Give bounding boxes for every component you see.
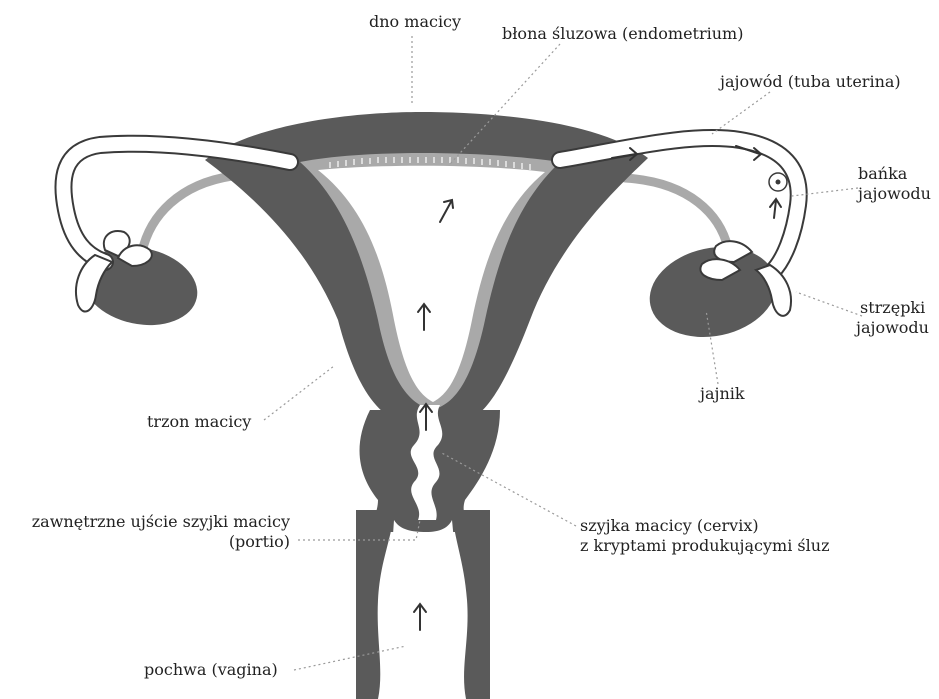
leader-trzon (264, 366, 334, 420)
right-ovarian-ligament (625, 178, 728, 248)
label-cervix-line2: z kryptami produkującymi śluz (580, 536, 830, 556)
ovum-nucleus (776, 180, 781, 185)
label-endometrium: błona śluzowa (endometrium) (502, 24, 743, 44)
arrow-up-icon (770, 199, 781, 218)
right-ovary (641, 236, 784, 349)
leader-jajowod (712, 92, 770, 134)
label-ostium-line1: zawnętrzne ujście szyjki macicy (8, 512, 290, 532)
vaginal-canal (380, 520, 464, 699)
leader-strzepki (796, 292, 862, 316)
label-vagina: pochwa (vagina) (144, 660, 278, 680)
label-ampulla-line2: jajowodu (858, 184, 931, 204)
label-fimbriae-line1: strzępki (860, 298, 925, 318)
label-ampulla-line1: bańka (858, 164, 907, 184)
label-uterus-body: trzon macicy (147, 412, 251, 432)
label-fundus: dno macicy (369, 12, 461, 32)
label-cervix-line1: szyjka macicy (cervix) (580, 516, 759, 536)
label-ostium-line2: (portio) (8, 532, 290, 552)
left-ovarian-ligament (142, 176, 232, 252)
label-fimbriae-line2: jajowodu (856, 318, 929, 338)
label-ovary: jajnik (700, 384, 745, 404)
label-fallopian-tube: jajowód (tuba uterina) (720, 72, 901, 92)
